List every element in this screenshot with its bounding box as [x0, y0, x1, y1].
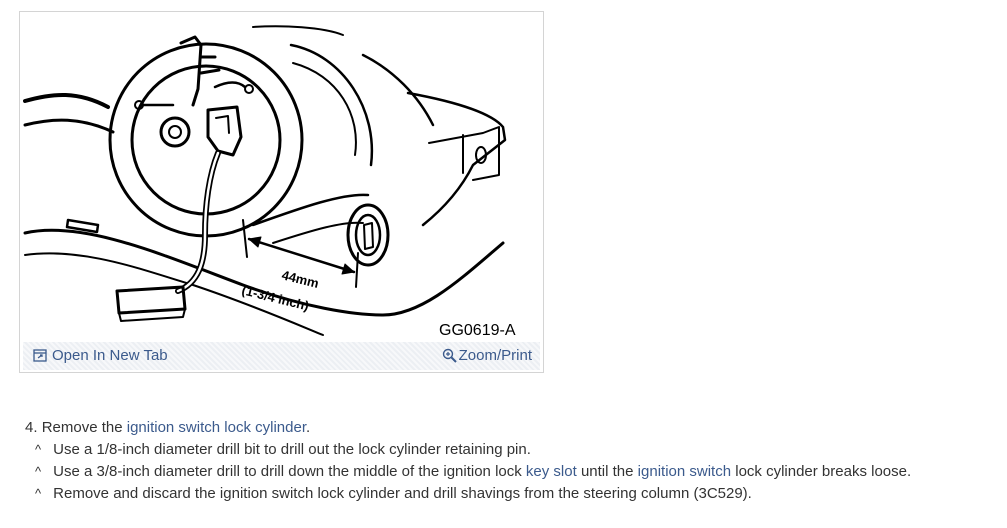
ignition-switch-lock-cylinder-link[interactable]: ignition switch lock cylinder [126, 419, 306, 436]
substep-text: Use a 3/8-inch diameter drill to drill d… [53, 463, 522, 480]
open-new-tab-icon [33, 349, 47, 362]
dimension-inch-label: (1-3/4 inch) [240, 282, 310, 313]
instruction-steps: 4. Remove the ignition switch lock cylin… [25, 417, 1000, 505]
substep-1: ^ Use a 1/8-inch diameter drill bit to d… [25, 439, 1000, 461]
caret-bullet: ^ [35, 464, 42, 479]
zoom-print-label: Zoom/Print [458, 347, 532, 364]
step-4: 4. Remove the ignition switch lock cylin… [25, 417, 1000, 439]
caret-bullet: ^ [35, 442, 42, 457]
substep-text: Use a 1/8-inch diameter drill bit to dri… [53, 441, 531, 458]
dimension-mm-label: 44mm [280, 267, 320, 291]
ignition-switch-link[interactable]: ignition switch [637, 463, 732, 480]
figure-frame: 44mm (1-3/4 inch) GG0619-A Open In New T… [19, 11, 544, 373]
key-slot-link[interactable]: key slot [525, 463, 577, 480]
substep-3: ^ Remove and discard the ignition switch… [25, 483, 1000, 505]
figure-toolbar: Open In New Tab Zoom/Print [23, 342, 540, 370]
figure-image[interactable]: 44mm (1-3/4 inch) GG0619-A [23, 15, 540, 369]
caret-bullet: ^ [35, 486, 42, 501]
magnifier-icon [442, 348, 457, 363]
substep-text: lock cylinder breaks loose. [735, 463, 912, 480]
zoom-print-link[interactable]: Zoom/Print [442, 347, 532, 364]
open-in-new-tab-link[interactable]: Open In New Tab [33, 347, 168, 364]
ignition-lock-cylinder-diagram: 44mm (1-3/4 inch) GG0619-A [23, 25, 516, 339]
substep-text: Remove and discard the ignition switch l… [53, 485, 752, 502]
substep-2: ^ Use a 3/8-inch diameter drill to drill… [25, 461, 1000, 483]
figure-code: GG0619-A [439, 322, 516, 339]
step-text: Remove the [41, 419, 123, 436]
step-period: . [305, 419, 311, 436]
step-number: 4. [25, 419, 38, 436]
open-in-new-tab-label: Open In New Tab [52, 347, 168, 364]
substep-text: until the [580, 463, 634, 480]
